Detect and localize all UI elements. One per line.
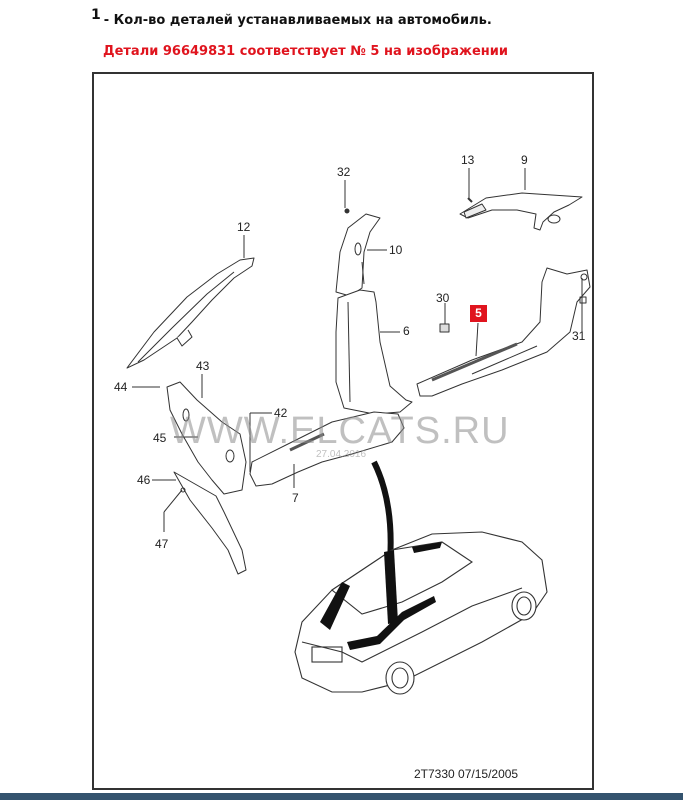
quantity-footnote: 1- Кол-во деталей устанавливаемых на авт… [91,7,492,28]
callout-6[interactable]: 6 [403,324,410,338]
callout-45[interactable]: 45 [153,431,167,445]
callout-10[interactable]: 10 [389,243,403,257]
callout-32[interactable]: 32 [337,165,351,179]
callout-42[interactable]: 42 [274,406,288,420]
part-9-drawing [459,192,583,231]
parts-diagram: 32 13 9 12 10 30 5 31 6 43 44 42 45 46 7… [92,72,594,790]
drawing-code: 2T7330 07/15/2005 [414,767,519,781]
callout-46[interactable]: 46 [137,473,151,487]
part-46-drawing [173,471,247,575]
part-5-drawing [416,267,591,397]
callout-5-highlighted[interactable]: 5 [470,305,487,322]
leader-lines [132,168,583,532]
part-match-notice: Детали 96649831 соответствует № 5 на изо… [103,44,508,59]
part-6-drawing [335,289,413,415]
callout-31[interactable]: 31 [572,329,586,343]
part-12-drawing [126,257,255,369]
part-7-drawing [249,411,405,487]
footnote-text: - Кол-во деталей устанавливаемых на авто… [103,13,492,28]
callout-12[interactable]: 12 [237,220,251,234]
callout-44[interactable]: 44 [114,380,128,394]
car-overview-drawing [294,531,548,695]
part-45-drawing [166,381,247,495]
watermark: WWW.ELCATS.RU [170,410,510,452]
callout-30[interactable]: 30 [436,291,450,305]
callout-13[interactable]: 13 [461,153,475,167]
footnote-number: 1 [91,7,101,23]
watermark-date: 27.04.2016 [316,449,367,460]
callout-7[interactable]: 7 [292,491,299,505]
callout-43[interactable]: 43 [196,359,210,373]
callout-9[interactable]: 9 [521,153,528,167]
bottom-bar [0,793,683,800]
part-10-drawing [335,208,381,297]
car-highlight-trim [320,542,442,650]
callout-47[interactable]: 47 [155,537,169,551]
part-30-drawing [439,323,450,333]
